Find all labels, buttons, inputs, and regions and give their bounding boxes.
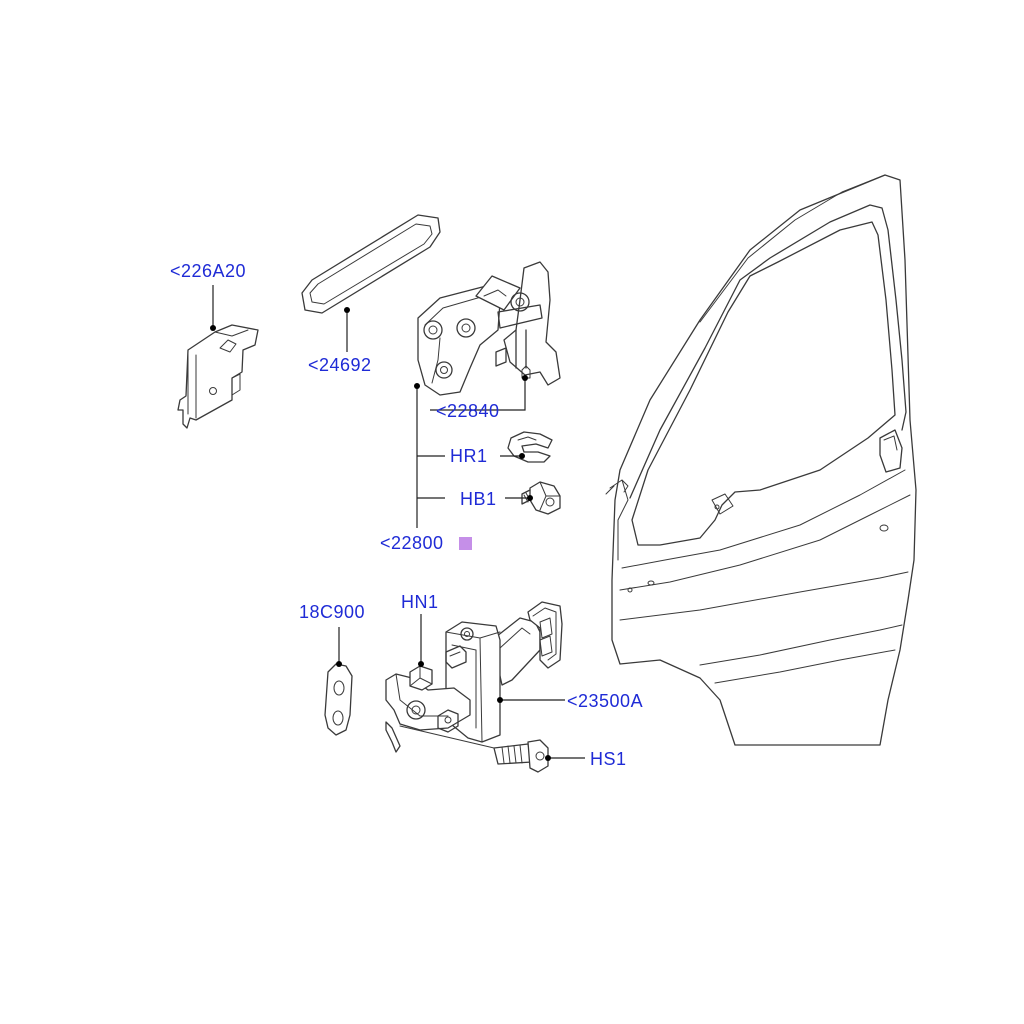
callout-226A20[interactable]: <226A20 xyxy=(170,261,246,281)
bolt-HB1 xyxy=(521,481,561,515)
screw-HS1 xyxy=(493,739,549,773)
pad-24692 xyxy=(301,214,441,314)
callout-22800[interactable]: <22800 xyxy=(380,533,444,553)
front-door-panel xyxy=(605,174,917,746)
bracket-226A20 xyxy=(177,324,259,429)
selection-marker xyxy=(459,537,472,550)
hinge-22840 xyxy=(417,261,561,396)
callout-HN1[interactable]: HN1 xyxy=(401,592,439,612)
callout-HS1[interactable]: HS1 xyxy=(590,749,627,769)
leader-lines xyxy=(212,285,585,759)
callout-22840[interactable]: <22840 xyxy=(436,401,500,421)
callout-24692[interactable]: <24692 xyxy=(308,355,372,375)
callout-23500A[interactable]: <23500A xyxy=(567,691,643,711)
gasket-18C900 xyxy=(324,663,353,736)
callout-HB1[interactable]: HB1 xyxy=(460,489,497,509)
callout-18C900[interactable]: 18C900 xyxy=(299,602,365,622)
leader-dots xyxy=(210,307,551,761)
clip-HR1 xyxy=(507,431,553,463)
callout-labels: <226A20 <24692 <22840 HR1 HB1 <22800 18C… xyxy=(170,261,643,769)
door-check-23500A xyxy=(385,601,563,753)
callout-HR1[interactable]: HR1 xyxy=(450,446,488,466)
